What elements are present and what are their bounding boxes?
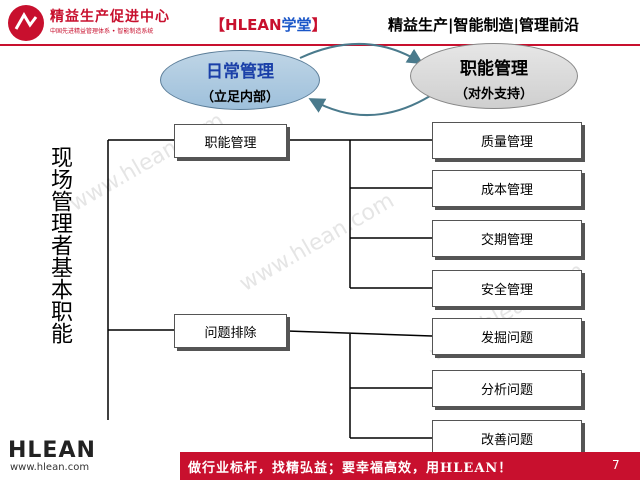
node-cost-management: 成本管理: [432, 170, 582, 207]
footer-bar: [180, 452, 640, 480]
logo-icon: [8, 5, 44, 41]
brand-name: HLEAN: [225, 16, 282, 34]
ellipse-right-title: 职能管理: [460, 59, 528, 79]
footer-url: www.hlean.com: [10, 462, 90, 473]
footer-logo: HLEAN: [8, 438, 96, 463]
brand-title: 【HLEAN学堂】: [210, 14, 327, 35]
ellipse-left-subtitle: （立足内部）: [200, 90, 279, 105]
page-number: 7: [612, 458, 620, 472]
branch-functional-management: 职能管理: [174, 124, 287, 158]
header-tagline: 精益生产|智能制造|管理前沿: [388, 16, 579, 34]
watermark: www.hlean.com: [235, 188, 399, 297]
node-discover-problem: 发掘问题: [432, 318, 582, 355]
ellipse-daily-management: 日常管理 （立足内部）: [160, 50, 320, 110]
node-delivery-management: 交期管理: [432, 220, 582, 257]
branch-problem-solving: 问题排除: [174, 314, 287, 348]
brand-bracket-close: 】: [311, 16, 327, 34]
ellipse-right-subtitle: （对外支持）: [454, 87, 533, 102]
logo-title: 精益生产促进中心: [50, 9, 170, 25]
node-analyze-problem: 分析问题: [432, 370, 582, 407]
node-quality-management: 质量管理: [432, 122, 582, 159]
vertical-title: 现场管理者基本职能: [47, 146, 72, 344]
node-improve-problem: 改善问题: [432, 420, 582, 457]
node-safety-management: 安全管理: [432, 270, 582, 307]
header-divider: [0, 44, 640, 46]
ellipse-left-title: 日常管理: [206, 62, 274, 82]
brand-bracket-open: 【: [210, 16, 226, 34]
brand-school: 学堂: [281, 16, 312, 34]
footer-slogan: 做行业标杆，找精弘益；要幸福高效，用HLEAN！: [188, 461, 513, 476]
header: 精益生产促进中心 中国先进精益管理体系 • 智能制造系统 【HLEAN学堂】 精…: [0, 0, 640, 46]
logo-subtitle: 中国先进精益管理体系 • 智能制造系统: [50, 28, 154, 35]
ellipse-functional-management: 职能管理 （对外支持）: [410, 43, 578, 109]
